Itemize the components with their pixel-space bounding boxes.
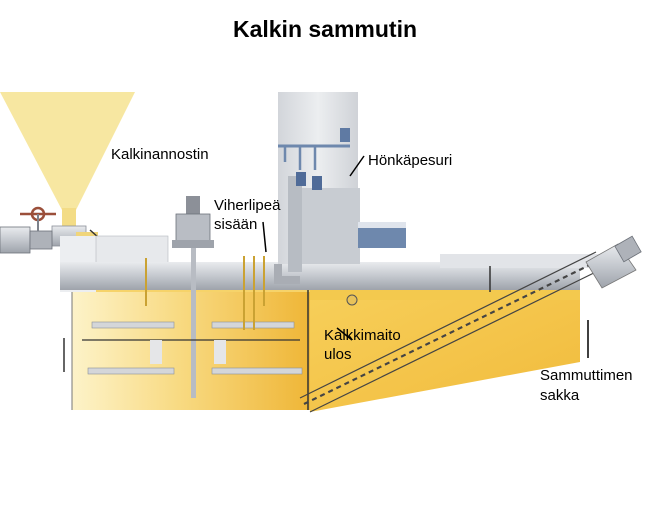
label-scrubber: Hönkäpesuri — [368, 152, 453, 169]
leader-lines — [262, 155, 589, 358]
slaker-tank — [63, 286, 310, 410]
green-liquor-pipes — [145, 256, 265, 330]
overflow-pipe — [274, 264, 358, 306]
lime-hopper — [0, 92, 135, 247]
label-green-liquor-1: Viherlipeä — [214, 197, 281, 214]
doser-motor — [0, 206, 56, 254]
diagram-title: Kalkin sammutin — [232, 16, 418, 42]
label-grits-1: Sammuttimen — [540, 367, 633, 384]
classifier-screw — [299, 235, 642, 413]
label-lime-milk-1: Kalkkimaito — [324, 327, 401, 344]
label-lime-milk-2: ulos — [324, 346, 352, 363]
scrubber-tower — [278, 92, 406, 272]
agitator — [172, 196, 214, 398]
label-doser: Kalkinannostin — [111, 146, 209, 163]
classifier-trough — [310, 290, 580, 412]
label-grits-2: sakka — [540, 387, 580, 404]
label-green-liquor-2: sisään — [214, 216, 258, 233]
